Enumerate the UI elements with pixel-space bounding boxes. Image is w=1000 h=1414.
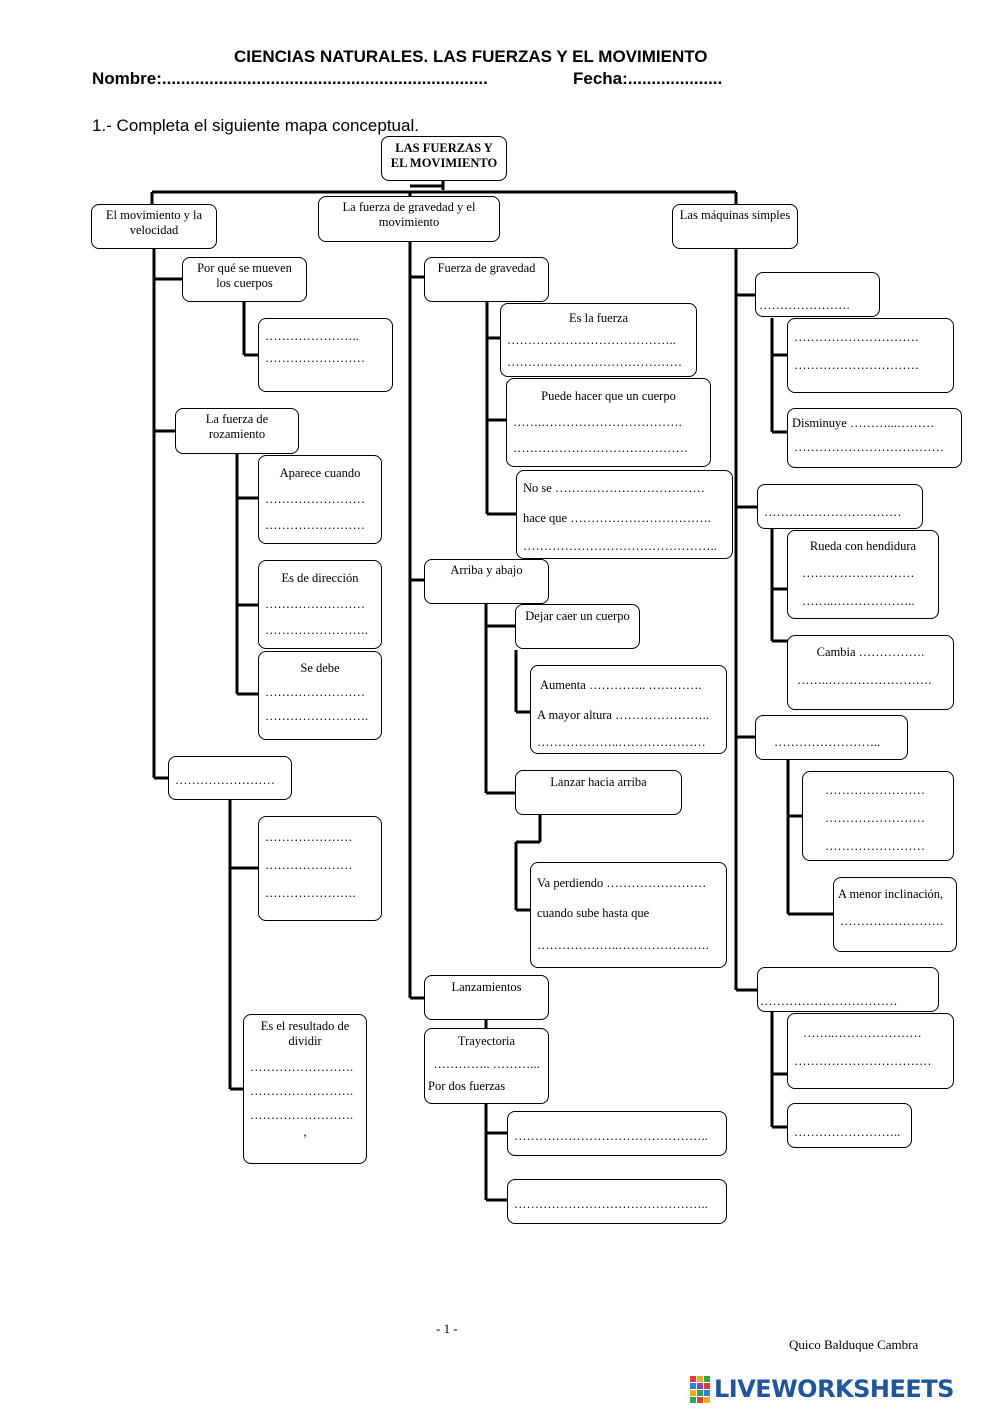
answer-box-rueda[interactable]: Rueda con hendidura……………………………..……………….. (787, 530, 939, 619)
concept-lanzar-arriba: Lanzar hacia arriba (515, 770, 682, 815)
concept-maquinas-simples: Las máquinas simples (672, 204, 798, 249)
answer-box-va-perdiendo[interactable]: Va perdiendo ……………………cuando sube hasta q… (530, 862, 727, 968)
concept-arriba-abajo: Arriba y abajo (424, 559, 549, 604)
answer-box-maquina-1a[interactable]: …………………………………………………… (787, 318, 954, 393)
answer-box-aparece[interactable]: Aparece cuando………………………………………… (258, 455, 382, 544)
answer-box-list[interactable]: ………………………………………………………. (258, 816, 382, 921)
answer-box-maquina-3[interactable]: …………………….. (755, 715, 908, 760)
answer-box-inclinacion[interactable]: A menor inclinación,……………………. (833, 877, 957, 952)
date-field[interactable]: Fecha:.................... (573, 69, 723, 88)
answer-box-direccion[interactable]: Es de dirección…………………………………………. (258, 560, 382, 649)
answer-box-concept-blank[interactable]: …………………… (168, 756, 292, 800)
answer-box-porque[interactable]: …………………..…………………… (258, 318, 393, 392)
answer-box-puede-hacer[interactable]: Puede hacer que un cuerpo…….…………………………….… (506, 378, 711, 467)
liveworksheets-logo: LIVEWORKSHEETS (690, 1375, 954, 1403)
answer-box-no-se[interactable]: No se ………………………………hace que …………………………….…… (516, 470, 733, 559)
worksheet-title: CIENCIAS NATURALES. LAS FUERZAS Y EL MOV… (234, 47, 708, 66)
answer-box-sedebe[interactable]: Se debe…………………………………………. (258, 651, 382, 740)
author-credit: Quico Balduque Cambra (789, 1337, 919, 1352)
answer-box-aumenta[interactable]: Aumenta ………….. ………….A mayor altura ……………… (530, 665, 727, 754)
answer-box-maquina-2[interactable]: …………………………… (757, 484, 923, 529)
answer-box-cambia[interactable]: Cambia …………….……..……………………. (787, 635, 954, 710)
answer-box-es-la-fuerza[interactable]: Es la fuerza…………………………………..…………………………………… (500, 303, 697, 377)
name-field[interactable]: Nombre:.................................… (92, 69, 488, 88)
answer-box-disminuye[interactable]: Disminuye ………...……………………………………… (787, 408, 962, 468)
concept-dejar-caer: Dejar caer un cuerpo (515, 604, 640, 649)
answer-box-maquina-3-list[interactable]: ……………………………………………………………… (802, 771, 954, 861)
answer-box-fuerza-2[interactable]: ……………………………………….. (507, 1179, 727, 1224)
answer-box-maquina-1[interactable]: …………………. (755, 272, 880, 317)
logo-mark-icon (690, 1375, 710, 1403)
concept-fuerza-gravedad: Fuerza de gravedad (424, 257, 549, 302)
concept-lanzamientos: Lanzamientos (424, 975, 549, 1020)
answer-box-maquina-4b[interactable]: …………………….. (787, 1103, 912, 1148)
page-number: - 1 - (436, 1321, 458, 1336)
answer-box-trayectoria[interactable]: Trayectoria………….. ………...Por dos fuerzas (424, 1028, 549, 1104)
logo-text: LIVEWORKSHEETS (714, 1375, 954, 1403)
answer-box-fuerza-1[interactable]: ……………………………………….. (507, 1111, 727, 1156)
instruction-text: 1.- Completa el siguiente mapa conceptua… (92, 116, 419, 135)
answer-box-maquina-4[interactable]: …………………………… (757, 967, 939, 1012)
answer-box-maquina-4a[interactable]: ……..……………………………………………… (787, 1013, 954, 1089)
